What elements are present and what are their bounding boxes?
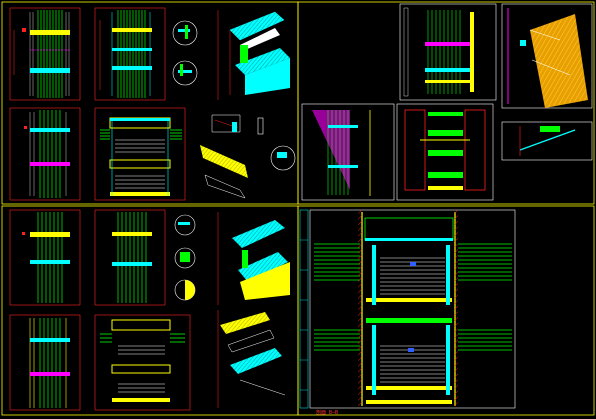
plan-view-bottom-left-3 (9, 314, 81, 411)
detail-top-right-corner (501, 3, 593, 109)
detail-circles-top (172, 20, 198, 86)
plan-view-bottom-left-2 (94, 209, 166, 306)
section-top-right-small (301, 103, 395, 201)
section-b-b (299, 209, 516, 409)
plan-top-right-large (399, 3, 497, 101)
elevation-bottom-left (94, 314, 191, 411)
elevation-top-right-mid (396, 103, 494, 201)
elevation-mid-left-2 (94, 107, 186, 201)
detail-top-right-small (501, 121, 593, 161)
stair-details-mid (200, 114, 296, 199)
stair-isometric-top (217, 10, 290, 100)
stair-details-bottom (217, 310, 286, 408)
plan-view-bottom-left-1 (9, 209, 81, 306)
plan-view-top-left-1 (9, 7, 81, 101)
plan-view-mid-left-1 (9, 107, 81, 201)
stair-isometric-bottom (217, 212, 290, 305)
plan-view-top-left-2 (94, 7, 166, 101)
detail-circles-bottom (174, 214, 196, 301)
section-title: 剖面 B—B (316, 409, 338, 416)
